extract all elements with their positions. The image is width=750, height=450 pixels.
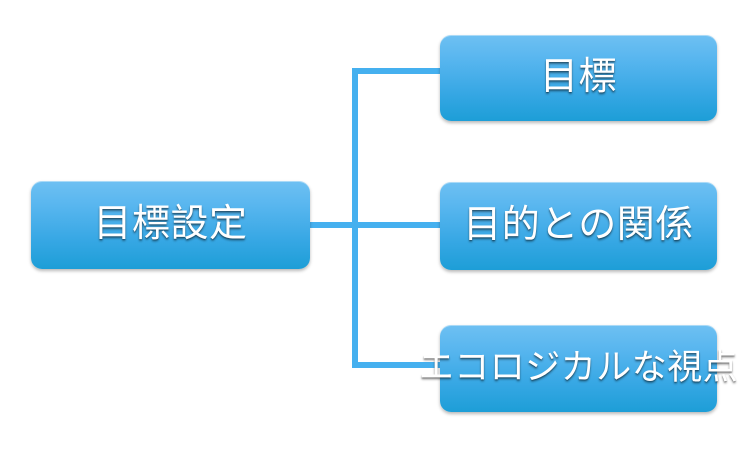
node-child-purpose-relation[interactable]: 目的との関係 [440, 182, 717, 270]
connector-branch-2 [352, 222, 442, 228]
connector-trunk [352, 68, 358, 368]
node-child-ecological-view-label: エコロジカルな視点 [418, 348, 739, 388]
node-child-goal[interactable]: 目標 [440, 35, 717, 121]
node-child-goal-label: 目標 [539, 56, 617, 99]
node-child-purpose-relation-label: 目的との関係 [463, 204, 694, 247]
node-root[interactable]: 目標設定 [31, 181, 310, 269]
connector-branch-1 [352, 68, 442, 74]
node-root-label: 目標設定 [93, 203, 248, 246]
connector-root-stub [308, 222, 356, 228]
node-child-ecological-view[interactable]: エコロジカルな視点 [419, 325, 738, 412]
